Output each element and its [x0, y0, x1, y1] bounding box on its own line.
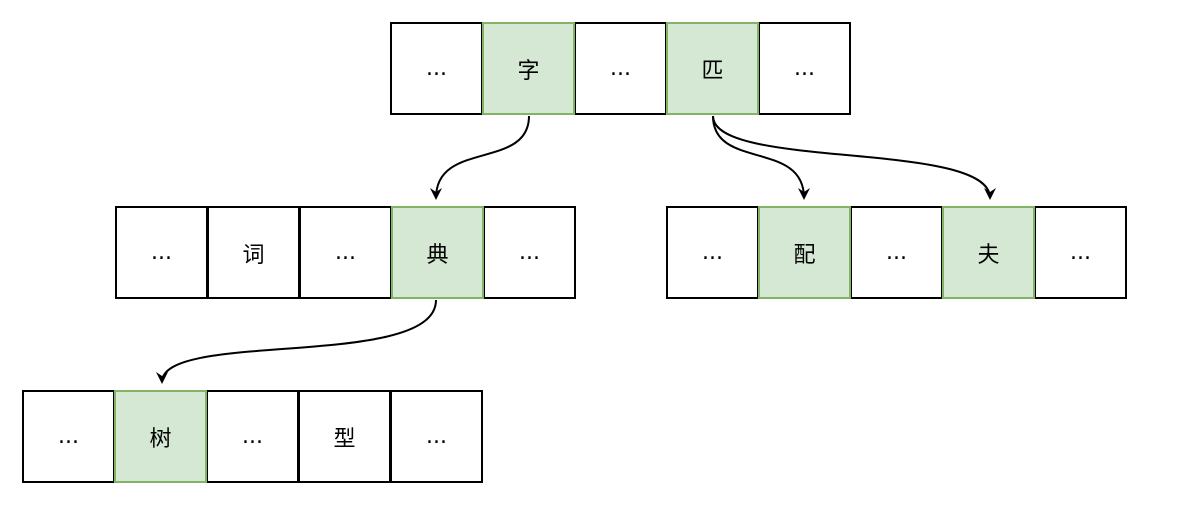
node-cell: ...	[299, 206, 392, 299]
node-cell: ...	[483, 206, 576, 299]
cell-label: ...	[519, 240, 540, 265]
cell-label: ...	[151, 240, 172, 265]
node-left: ... 词 ... 典 ...	[115, 206, 576, 299]
cell-label: 型	[333, 426, 356, 452]
node-right: ... 配 ... 夫 ...	[666, 206, 1127, 299]
edge-dian-to-shu	[156, 299, 437, 384]
node-cell: ...	[574, 22, 667, 115]
node-cell-highlighted: 典	[391, 206, 484, 299]
cell-label: ...	[335, 240, 356, 265]
node-cell: ...	[758, 22, 851, 115]
edge-pi-to-fu	[712, 115, 996, 200]
node-cell-highlighted: 字	[482, 22, 575, 115]
node-cell: ...	[390, 390, 483, 483]
node-cell: ...	[390, 22, 483, 115]
node-cell-highlighted: 配	[758, 206, 851, 299]
cell-label: ...	[58, 424, 79, 449]
cell-label: ...	[886, 240, 907, 265]
node-cell-highlighted: 树	[114, 390, 207, 483]
cell-label: 词	[242, 242, 265, 268]
node-cell: ...	[666, 206, 759, 299]
cell-label: 字	[517, 58, 540, 84]
node-cell: 词	[207, 206, 300, 299]
node-cell-highlighted: 夫	[942, 206, 1035, 299]
cell-label: ...	[1070, 240, 1091, 265]
node-cell-highlighted: 匹	[666, 22, 759, 115]
cell-label: ...	[426, 424, 447, 449]
cell-label: ...	[794, 56, 815, 81]
edge-zi-to-dian	[430, 115, 530, 200]
node-cell: ...	[22, 390, 115, 483]
node-cell: ...	[115, 206, 208, 299]
cell-label: 树	[149, 426, 172, 452]
cell-label: 配	[793, 242, 816, 268]
cell-label: 典	[426, 242, 449, 268]
node-leaf: ... 树 ... 型 ...	[22, 390, 483, 483]
node-cell: ...	[206, 390, 299, 483]
cell-label: ...	[610, 56, 631, 81]
node-cell: ...	[1034, 206, 1127, 299]
cell-label: ...	[426, 56, 447, 81]
node-cell: 型	[298, 390, 391, 483]
cell-label: ...	[702, 240, 723, 265]
node-root: ... 字 ... 匹 ...	[390, 22, 851, 115]
cell-label: 匹	[701, 58, 724, 84]
cell-label: 夫	[977, 242, 1000, 268]
cell-label: ...	[242, 424, 263, 449]
edge-pi-to-pei	[712, 115, 810, 200]
node-cell: ...	[850, 206, 943, 299]
